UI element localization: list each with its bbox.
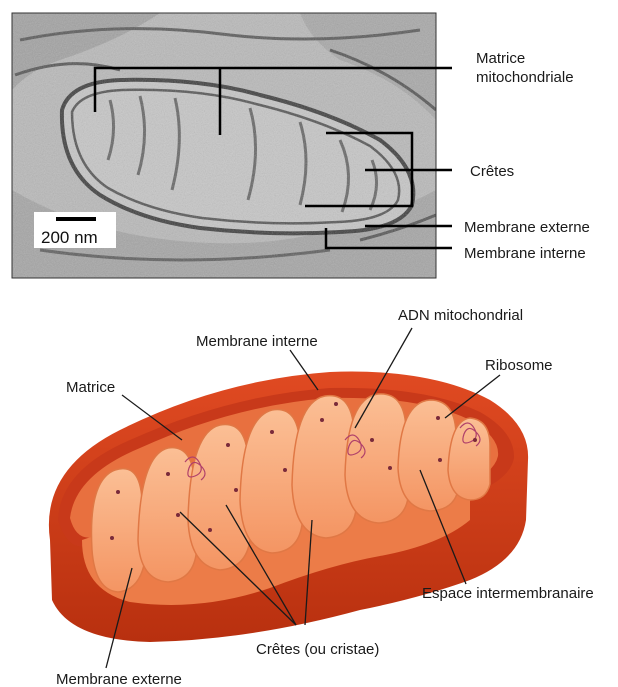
electron-micrograph: 200 nm [12,13,436,278]
label-cretes: Crêtes [470,163,514,180]
label-matrice: Matrice [66,379,115,396]
label-membrane-interne-top: Membrane interne [464,245,586,262]
label-membrane-externe-top: Membrane externe [464,219,590,236]
label-adn-mitochondrial: ADN mitochondrial [398,307,523,324]
scale-bar-label: 200 nm [41,228,98,247]
label-ribosome: Ribosome [485,357,553,374]
label-cretes-ou-cristae: Crêtes (ou cristae) [256,641,379,658]
label-matrice-mitochondriale-2: mitochondriale [476,69,574,86]
label-espace-intermembranaire: Espace intermembranaire [422,585,594,602]
label-membrane-externe: Membrane externe [56,671,182,687]
label-membrane-interne: Membrane interne [196,333,318,350]
label-matrice-mitochondriale-1: Matrice [476,50,525,67]
